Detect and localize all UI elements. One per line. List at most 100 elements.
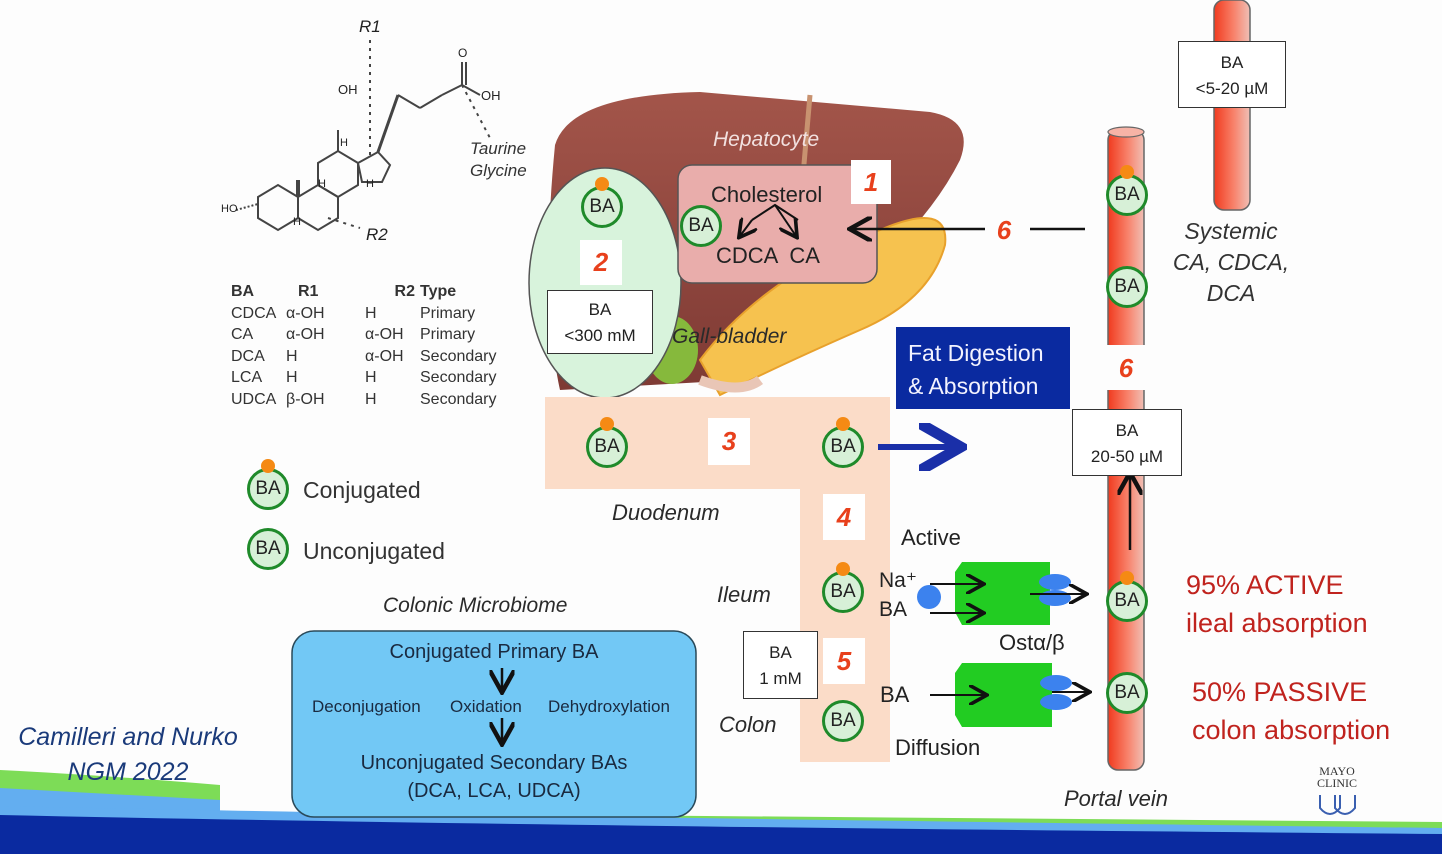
duodenum-label: Duodenum (612, 500, 720, 525)
duodenum-ba-icon-right: BA (822, 417, 864, 468)
logo-line: MAYO (1319, 764, 1355, 778)
ba-text: BA (1114, 276, 1140, 297)
ba-text: BA (589, 196, 615, 217)
footer-waves (0, 770, 1442, 854)
ileum-ba-label: BA (879, 598, 908, 621)
conjugate-labels: Taurine Glycine (470, 138, 527, 182)
conc-value: <300 mM (564, 326, 636, 345)
h-label: H (293, 216, 301, 228)
cholesterol-label: Cholesterol (711, 182, 823, 207)
table-cell: α-OH (365, 347, 404, 365)
conc-label: BA (588, 300, 612, 319)
conjugate-dot-icon (836, 417, 850, 431)
r1-label: R1 (359, 17, 381, 36)
passive-absorption-text: 50% PASSIVE colon absorption (1192, 673, 1390, 749)
gallbladder-label: Gall-bladder (672, 325, 787, 348)
mayo-logo-shield (1319, 795, 1356, 815)
ba-text: BA (830, 436, 856, 457)
conjugate-dot-icon (261, 459, 275, 473)
oh-acid-label: OH (481, 88, 501, 103)
h-label: H (366, 178, 374, 190)
conc-value: <5-20 µM (1195, 79, 1269, 98)
citation-line: Camilleri and Nurko (18, 723, 238, 751)
table-header: Type (420, 283, 457, 300)
h-label: H (340, 137, 348, 149)
hepatocyte-ba-icon: BA (680, 205, 722, 247)
microbiome-top: Conjugated Primary BA (389, 641, 599, 663)
systemic-line: Systemic (1184, 218, 1278, 244)
ba-text: BA (255, 538, 281, 559)
colon-ba-icon: BA (822, 700, 864, 742)
table-cell: Secondary (420, 369, 497, 386)
o-label: O (458, 46, 468, 60)
fat-digestion-box: Fat Digestion & Absorption (896, 327, 1070, 409)
absorption-line: ileal absorption (1186, 608, 1368, 638)
conc-value: 20-50 µM (1090, 447, 1164, 466)
portal-concentration-box: BA 20-50 µM (1072, 409, 1182, 476)
systemic-concentration-box: BA <5-20 µM (1178, 41, 1286, 108)
ba-text: BA (688, 215, 714, 236)
portal-ba-icon-top: BA (1106, 165, 1148, 216)
table-cell: α-OH (286, 304, 325, 322)
step-3-badge: 3 (708, 418, 750, 465)
legend-conjugated-ba-icon: BA (247, 459, 289, 510)
table-cell: Secondary (420, 347, 497, 365)
conc-label: BA (769, 643, 792, 662)
systemic-line: DCA (1206, 280, 1256, 306)
portal-ba-icon-mid: BA (1106, 266, 1148, 308)
systemic-label: Systemic CA, CDCA, DCA (1166, 216, 1296, 309)
diffusion-label: Diffusion (895, 735, 981, 760)
table-cell: CA (231, 326, 254, 343)
legend-unconjugated-label: Unconjugated (303, 538, 445, 564)
process-dehydroxylation: Dehydroxylation (548, 697, 670, 716)
step-4-badge: 4 (823, 494, 865, 540)
ba-text: BA (594, 436, 620, 457)
r2-label: R2 (366, 225, 388, 244)
step-6-badge-return: 6 (996, 214, 1012, 245)
hepatocyte-label: Hepatocyte (713, 128, 820, 151)
gallbladder-ba-icon: BA (581, 177, 623, 228)
table-cell: Primary (420, 304, 476, 322)
table-cell: α-OH (286, 326, 325, 343)
table-cell: H (365, 304, 377, 322)
fat-box-line: & Absorption (908, 373, 1039, 399)
absorption-line: 95% ACTIVE (1186, 570, 1344, 600)
legend-conjugated-label: Conjugated (303, 477, 421, 503)
mayo-clinic-logo: MAYO CLINIC (1300, 765, 1374, 789)
table-row: CDCA α-OH H Primary (231, 303, 502, 325)
ba-text: BA (830, 710, 856, 731)
conjugate-dot-icon (1120, 571, 1134, 585)
active-absorption-text: 95% ACTIVE ileal absorption (1186, 566, 1368, 642)
transporter-label: Ostα/β (999, 630, 1065, 655)
microbiome-bottom-line: (DCA, LCA, UDCA) (407, 780, 581, 802)
conc-label: BA (1115, 421, 1139, 440)
ileum-label: Ileum (717, 582, 771, 607)
conjugate-dot-icon (836, 562, 850, 576)
colon-ba-label: BA (880, 682, 910, 707)
absorption-line: colon absorption (1192, 715, 1391, 745)
step-1-badge: 1 (851, 160, 891, 204)
primary-ba-products: CDCA CA (716, 243, 820, 268)
bile-acid-table: BA R1 R2 Type CDCA α-OH H Primary CA α-OH α-O… (231, 281, 502, 410)
microbiome-bottom: Unconjugated Secondary BAs (DCA, LCA, UD… (292, 749, 696, 805)
colon-concentration-box: BA 1 mM (743, 631, 818, 699)
ba-text: BA (830, 581, 856, 602)
table-cell: CDCA (231, 304, 277, 322)
h-label: H (318, 178, 326, 190)
glycine-label: Glycine (470, 161, 527, 180)
table-cell: H (365, 369, 377, 386)
table-header-row: BA R1 R2 Type (231, 281, 502, 303)
duodenum-ba-icon-left: BA (586, 417, 628, 468)
sodium-label: Na⁺ (879, 569, 917, 592)
conjugate-dot-icon (600, 417, 614, 431)
table-cell: LCA (231, 369, 263, 386)
table-header: BA (231, 283, 255, 300)
conjugate-dot-icon (595, 177, 609, 191)
conc-label: BA (1220, 53, 1244, 72)
systemic-line: CA, CDCA, (1172, 249, 1290, 275)
citation: Camilleri and Nurko NGM 2022 (8, 720, 248, 790)
